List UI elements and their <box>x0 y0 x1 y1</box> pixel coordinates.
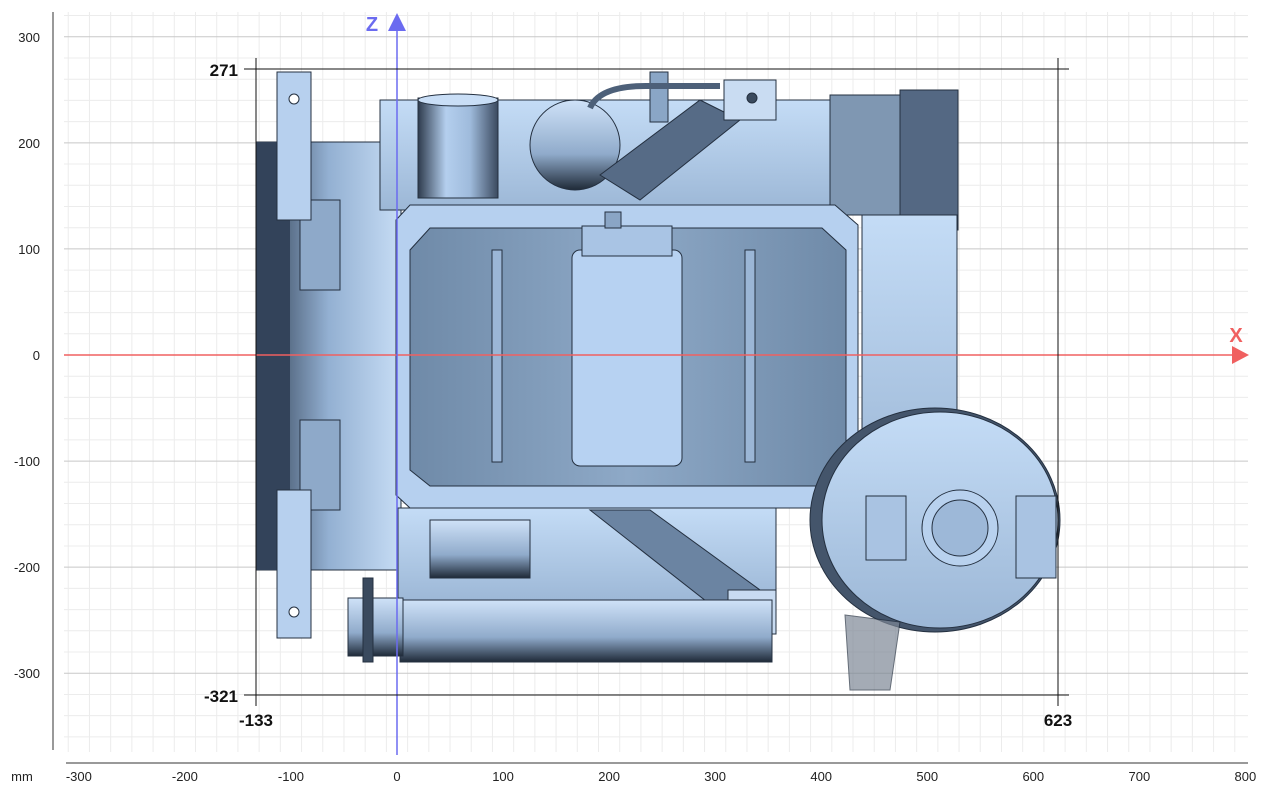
bounding-box <box>244 58 1069 706</box>
tick-labels: -300 -200 -100 0 100 200 300 400 500 600 700 800 300… <box>14 30 1256 784</box>
exhaust-silencer <box>399 599 773 663</box>
fuel-pump <box>529 99 621 191</box>
x-tick-label: 700 <box>1128 769 1150 784</box>
z-axis-label: Z <box>366 14 378 36</box>
x-axis-arrow-icon <box>1232 346 1249 364</box>
z-tick-label: 0 <box>33 348 40 363</box>
starter-motor <box>429 519 531 579</box>
engine-illustration <box>255 71 1061 691</box>
x-tick-label: 0 <box>393 769 400 784</box>
x-tick-label: 400 <box>810 769 832 784</box>
oil-pan-center-panel <box>571 249 683 467</box>
x-tick-label: -100 <box>278 769 304 784</box>
z-tick-label: -100 <box>14 454 40 469</box>
bound-label-x-min: -133 <box>239 711 273 730</box>
x-tick-label: 200 <box>598 769 620 784</box>
units-label: mm <box>11 769 33 784</box>
bound-label-z-min: -321 <box>204 687 238 706</box>
z-tick-label: -200 <box>14 560 40 575</box>
bound-label-z-max: 271 <box>210 61 238 80</box>
z-tick-label: 100 <box>18 242 40 257</box>
z-tick-label: -300 <box>14 666 40 681</box>
x-tick-label: 500 <box>916 769 938 784</box>
radiator-block <box>899 89 959 231</box>
x-axis-label: X <box>1229 325 1243 347</box>
z-axis-arrow-icon <box>388 13 406 31</box>
x-tick-label: 100 <box>492 769 514 784</box>
x-tick-label: 300 <box>704 769 726 784</box>
z-tick-label: 300 <box>18 30 40 45</box>
x-tick-label: -200 <box>172 769 198 784</box>
x-tick-label: 600 <box>1022 769 1044 784</box>
bound-label-x-max: 623 <box>1044 711 1072 730</box>
z-tick-label: 200 <box>18 136 40 151</box>
x-tick-label: -300 <box>66 769 92 784</box>
oil-filter <box>417 97 499 199</box>
x-tick-label: 800 <box>1235 769 1257 784</box>
